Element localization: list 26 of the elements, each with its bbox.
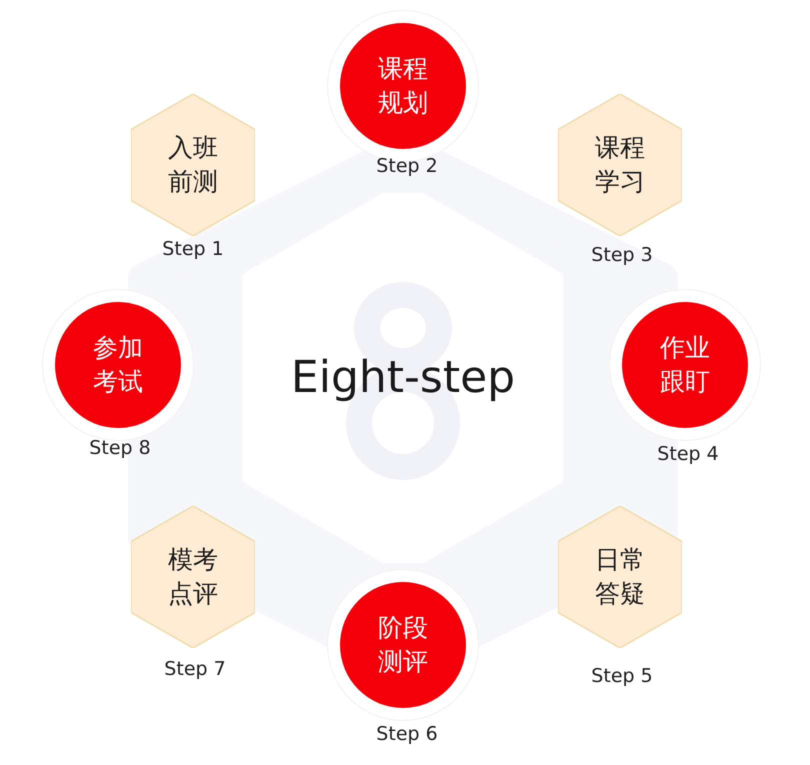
step-name: 模考点评 [167,544,219,610]
step-label: Step 4 [657,443,719,465]
step-name: 日常答疑 [594,544,646,610]
center-title: Eight-step [290,353,516,403]
center-hexagon [243,193,563,563]
step-name: 参加考试 [92,332,144,398]
step-name: 阶段测评 [377,612,429,678]
step-hexagon [558,94,682,236]
step-label: Step 7 [164,658,226,680]
step-label: Step 1 [162,238,224,260]
step-label: Step 3 [591,244,653,266]
step-circle [622,302,748,428]
step-name: 作业跟盯 [659,332,711,398]
step-circle [340,23,466,149]
step-hexagon [131,506,255,648]
step-hexagon [558,506,682,648]
step-name: 课程规划 [377,53,429,119]
step-label: Step 8 [89,437,151,459]
step-label: Step 6 [376,723,438,745]
step-hexagon [131,94,255,236]
step-label: Step 2 [376,155,438,177]
step-label: Step 5 [591,665,653,687]
step-circle [340,582,466,708]
step-name: 课程学习 [594,132,646,198]
step-circle [55,302,181,428]
step-name: 入班前测 [167,132,219,198]
